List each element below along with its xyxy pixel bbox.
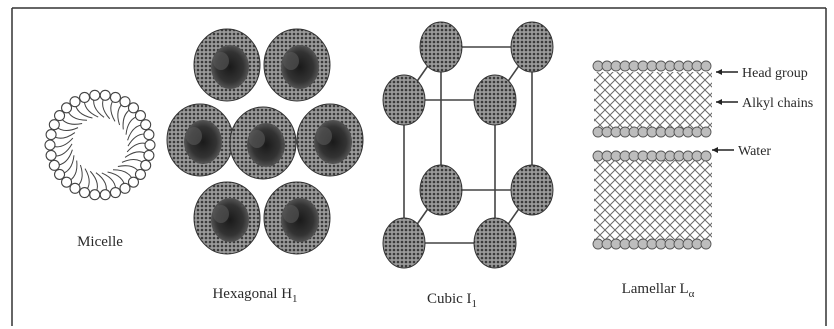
hexagonal-diagram	[167, 29, 363, 254]
cubic-sphere	[420, 22, 462, 72]
cubic-sphere	[511, 165, 553, 215]
cubic-diagram	[383, 22, 553, 268]
hexagonal-cylinder	[297, 104, 363, 176]
hexagonal-cylinder	[194, 29, 260, 101]
micelle-diagram	[45, 90, 155, 199]
hexagonal-cylinder	[264, 182, 330, 254]
lower-bilayer	[594, 160, 712, 240]
upper-bilayer	[594, 72, 712, 132]
svg-text:Head group: Head group	[742, 66, 808, 81]
annotation-water: Water	[712, 144, 771, 159]
cubic-sphere	[474, 218, 516, 268]
hexagonal-cylinder	[264, 29, 330, 101]
svg-text:Water: Water	[738, 144, 771, 159]
annotation-head-group: Head group	[716, 66, 808, 81]
cubic-sphere	[511, 22, 553, 72]
micelle-caption: Micelle	[77, 234, 123, 250]
lamellar-diagram	[593, 61, 712, 249]
cubic-sphere	[474, 75, 516, 125]
hexagonal-cylinder	[167, 104, 233, 176]
svg-text:Alkyl chains: Alkyl chains	[742, 96, 813, 111]
hexagonal-caption: Hexagonal H1	[212, 286, 297, 305]
cubic-caption: Cubic I1	[427, 291, 477, 310]
hexagonal-cylinder	[230, 107, 296, 179]
cubic-sphere	[420, 165, 462, 215]
annotation-alkyl-chains: Alkyl chains	[716, 96, 813, 111]
hexagonal-cylinder	[194, 182, 260, 254]
cubic-sphere	[383, 218, 425, 268]
lamellar-caption: Lamellar Lα	[622, 281, 695, 300]
cubic-sphere	[383, 75, 425, 125]
cubic-lattice-lines	[404, 47, 532, 243]
